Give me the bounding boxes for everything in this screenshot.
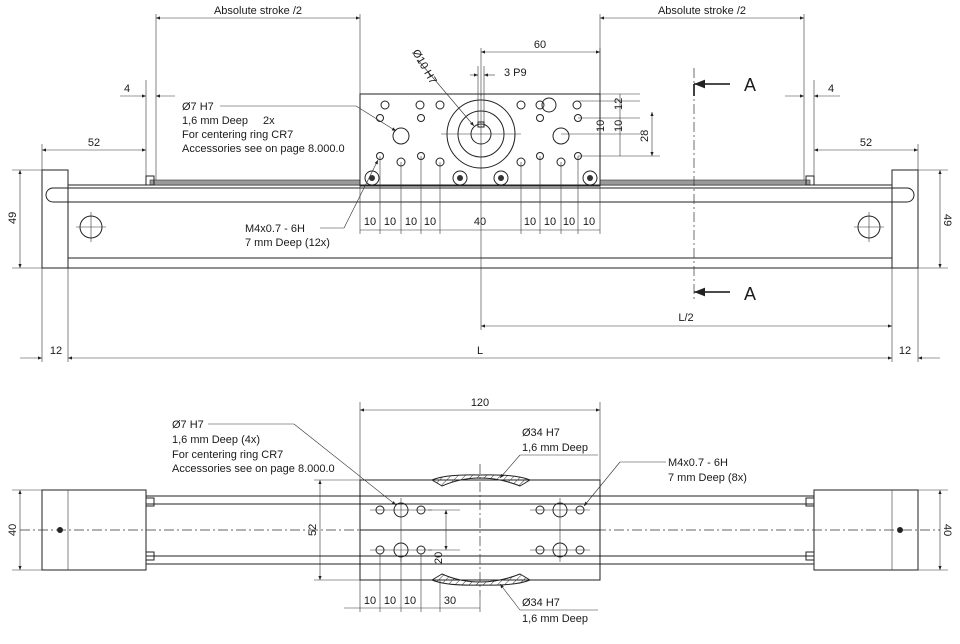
dim-abs-stroke-left: Absolute stroke /2 bbox=[214, 5, 302, 17]
dim-40-right: 40 bbox=[941, 524, 953, 536]
dim-52-right: 52 bbox=[860, 137, 872, 149]
callout-bore-top-line-2: 1,6 mm Deep bbox=[522, 442, 588, 454]
bore-bottom bbox=[430, 573, 532, 586]
dim-49-right: 49 bbox=[941, 214, 953, 226]
dim-30: 30 bbox=[444, 595, 456, 607]
callout-line-2: 1,6 mm Deep bbox=[182, 115, 248, 127]
bottom-holes bbox=[370, 498, 590, 562]
bottom-view: 120 40 40 52 20 10 10 10 30 bbox=[7, 397, 953, 625]
dim-52-left: 52 bbox=[88, 137, 100, 149]
rollers bbox=[364, 170, 598, 186]
dim-12-carriage: 12 bbox=[613, 98, 625, 110]
rail-body bbox=[67, 184, 893, 269]
belt-strip-right bbox=[599, 179, 811, 186]
section-a-bottom: A bbox=[744, 284, 756, 304]
dim-10-h7: 10 bbox=[563, 216, 575, 228]
shaft bbox=[45, 187, 915, 203]
callout-line-4: Accessories see on page 8.000.0 bbox=[182, 143, 345, 155]
dim-d10h7: Ø10 H7 bbox=[409, 48, 438, 87]
dim-10-b3: 10 bbox=[404, 595, 416, 607]
dim-abs-stroke-right: Absolute stroke /2 bbox=[658, 5, 746, 17]
dim-10-h3: 10 bbox=[405, 216, 417, 228]
dim-120: 120 bbox=[471, 397, 489, 409]
belt-strip-left bbox=[149, 179, 361, 186]
callout-b-line-4: Accessories see on page 8.000.0 bbox=[172, 463, 335, 475]
dim-20: 20 bbox=[433, 552, 445, 564]
dim-10-h5: 10 bbox=[524, 216, 536, 228]
callout-line-3: For centering ring CR7 bbox=[182, 129, 293, 141]
dim-L: L bbox=[477, 345, 483, 357]
dim-49-left: 49 bbox=[7, 212, 19, 224]
callout-b-line-1: Ø7 H7 bbox=[172, 419, 204, 431]
end-hole-right bbox=[897, 527, 903, 533]
callout-line-1: Ø7 H7 bbox=[182, 101, 214, 113]
dim-52-bottom: 52 bbox=[307, 524, 319, 536]
dim-10-carriage-b: 10 bbox=[613, 120, 625, 132]
callout-thread-b-line-2: 7 mm Deep (8x) bbox=[668, 472, 747, 484]
bore-top bbox=[430, 474, 532, 487]
dim-60: 60 bbox=[534, 39, 546, 51]
dim-3p9: 3 P9 bbox=[504, 67, 527, 79]
dim-10-h4: 10 bbox=[424, 216, 436, 228]
dim-12-left: 12 bbox=[50, 345, 62, 357]
callout-thread-line-2: 7 mm Deep (12x) bbox=[245, 237, 330, 249]
dim-10-carriage-a: 10 bbox=[595, 120, 607, 132]
callout-qty: 2x bbox=[263, 115, 275, 127]
callout-thread-line-1: M4x0.7 - 6H bbox=[245, 223, 305, 235]
callout-bore-bottom-line-1: Ø34 H7 bbox=[522, 597, 560, 609]
callout-thread-top: M4x0.7 - 6H 7 mm Deep (12x) bbox=[245, 159, 379, 249]
callout-bore-bottom-line-2: 1,6 mm Deep bbox=[522, 613, 588, 625]
callout-thread-b-line-1: M4x0.7 - 6H bbox=[668, 457, 728, 469]
callout-centering-bottom: Ø7 H7 1,6 mm Deep (4x) For centering rin… bbox=[172, 419, 397, 506]
callout-bore-top-line-1: Ø34 H7 bbox=[522, 427, 560, 439]
dim-12-right: 12 bbox=[899, 345, 911, 357]
section-a-top: A bbox=[744, 75, 756, 95]
dim-10-h1: 10 bbox=[364, 216, 376, 228]
dim-10-h8: 10 bbox=[583, 216, 595, 228]
dim-10-b1: 10 bbox=[364, 595, 376, 607]
left-end-cap bbox=[41, 169, 69, 269]
dim-4-right: 4 bbox=[828, 83, 834, 95]
dim-10-h2: 10 bbox=[384, 216, 396, 228]
dim-L2: L/2 bbox=[678, 312, 693, 324]
dim-40: 40 bbox=[474, 216, 486, 228]
dim-40-left: 40 bbox=[7, 524, 19, 536]
callout-b-line-3: For centering ring CR7 bbox=[172, 449, 283, 461]
dim-10-h6: 10 bbox=[544, 216, 556, 228]
right-end-cap bbox=[891, 169, 919, 269]
dim-10-b2: 10 bbox=[384, 595, 396, 607]
carriage-plate bbox=[359, 93, 601, 187]
dim-28: 28 bbox=[639, 130, 651, 142]
carriage-holes bbox=[376, 97, 582, 167]
callout-thread-bottom: M4x0.7 - 6H 7 mm Deep (8x) bbox=[583, 457, 747, 507]
callout-b-line-2: 1,6 mm Deep (4x) bbox=[172, 434, 260, 446]
top-view: Absolute stroke /2 Absolute stroke /2 60… bbox=[7, 5, 953, 362]
dim-4-left: 4 bbox=[124, 83, 130, 95]
callout-bore-bottom: Ø34 H7 1,6 mm Deep bbox=[499, 583, 598, 625]
callout-centering-top: Ø7 H7 1,6 mm Deep 2x For centering ring … bbox=[182, 101, 397, 155]
callout-bore-top: Ø34 H7 1,6 mm Deep bbox=[499, 427, 598, 479]
